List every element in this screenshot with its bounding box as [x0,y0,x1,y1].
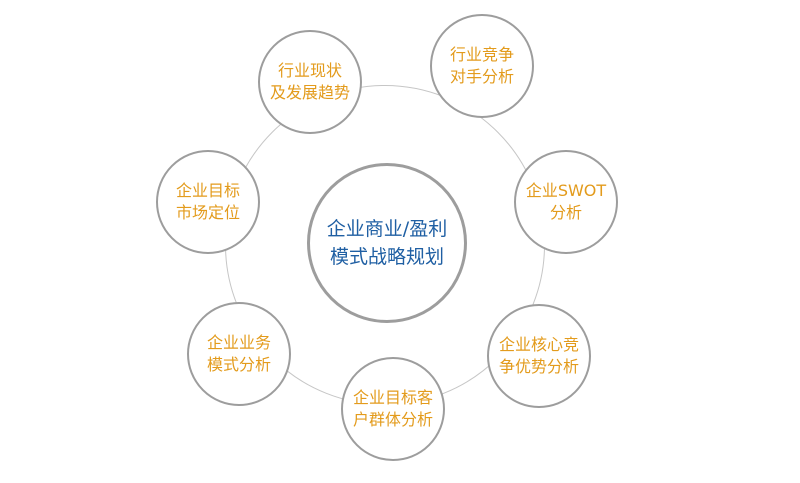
node-label-line2: 户群体分析 [352,410,433,429]
node-market-position: 企业目标 市场定位 [156,150,260,254]
node-label-line1: 企业目标 [175,181,240,200]
node-label-line2: 争优势分析 [498,357,579,376]
node-business-model: 企业业务 模式分析 [187,302,291,406]
node-swot: 企业SWOT 分析 [514,150,618,254]
node-label-line2: 及发展趋势 [269,83,350,102]
node-label-line2: 分析 [549,203,582,222]
node-label-line2: 模式分析 [206,355,271,374]
node-label-line1: 行业现状 [277,61,342,80]
node-target-customer: 企业目标客 户群体分析 [341,357,445,461]
node-label-line1: 企业核心竞 [498,335,579,354]
node-industry-status: 行业现状 及发展趋势 [258,30,362,134]
center-title-line2: 模式战略规划 [329,246,444,268]
node-label-line1: 企业目标客 [352,388,433,407]
node-label-line2: 市场定位 [175,203,240,222]
node-competitor: 行业竞争 对手分析 [430,14,534,118]
center-circle: 企业商业/盈利 模式战略规划 [307,163,467,323]
node-label-line1: 企业业务 [206,333,271,352]
node-core-competence: 企业核心竞 争优势分析 [487,304,591,408]
node-label-line2: 对手分析 [449,67,514,86]
center-title-line1: 企业商业/盈利 [326,218,448,240]
node-label-line1: 企业SWOT [525,181,607,200]
node-label-line1: 行业竞争 [449,45,514,64]
